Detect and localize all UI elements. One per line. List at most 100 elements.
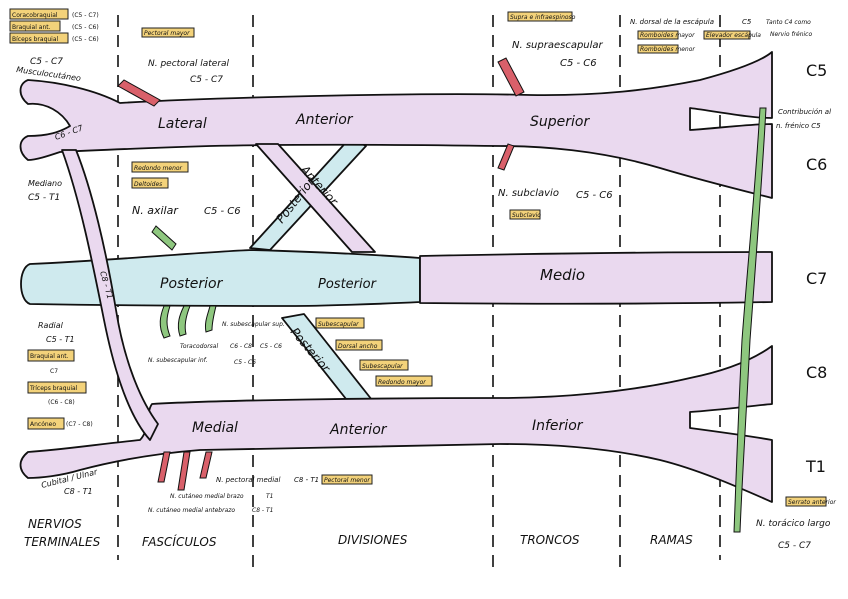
svg-text:Bíceps braquial: Bíceps braquial	[12, 36, 59, 43]
tag-triceps: Tríceps braquial (C6 - C8)	[27, 381, 87, 406]
label-toracico-largo-roots: C5 - C7	[778, 541, 811, 551]
tag-supraespinoso: Supra e infraespinoso	[510, 14, 576, 21]
division-anterior-inf-label: Anterior	[329, 422, 388, 438]
column-headers: NERVIOS TERMINALES FASCÍCULOS DIVISIONES…	[24, 517, 693, 549]
root-labels: C5 C6 C7 C8 T1	[805, 61, 827, 476]
label-cut-antebrazo: N. cutáneo medial antebrazo	[148, 507, 235, 514]
branch-cut-brazo	[177, 451, 191, 491]
label-toracodorsal: Toracodorsal	[180, 343, 218, 350]
root-c5: C5	[806, 61, 827, 80]
tag-subescapular-2: Subescapular	[362, 363, 403, 370]
svg-text:(C6 - C8): (C6 - C8)	[48, 399, 75, 406]
tag-dorsal-ancho: Dorsal ancho	[338, 343, 378, 350]
label-axilar-roots: C5 - C6	[204, 206, 241, 217]
label-toracico-largo: N. torácico largo	[756, 519, 831, 529]
svg-text:(C5 - C6): (C5 - C6)	[72, 36, 99, 43]
tag-biceps: Bíceps braquial (C5 - C6)	[9, 32, 99, 44]
division-anterior-sup-label: Anterior	[295, 112, 354, 128]
label-mediano-roots: C5 - T1	[28, 193, 60, 203]
branch-pectoral-medial	[157, 451, 171, 483]
svg-text:(C7 - C8): (C7 - C8)	[66, 421, 93, 428]
cord-medial-label: Medial	[192, 420, 238, 436]
label-frenico-note-1: Nervio frénico	[770, 31, 812, 38]
label-cut-brazo-roots: T1	[266, 493, 273, 500]
label-pectoral-medial-roots: C8 - T1	[294, 476, 319, 484]
branch-labels: Pectoral mayor N. pectoral lateral C5 - …	[131, 11, 836, 551]
tag-braquial-ant: Braquial ant. (C5 - C6)	[9, 20, 99, 32]
label-cubital-roots: C8 - T1	[64, 487, 93, 496]
label-cut-brazo: N. cutáneo medial brazo	[170, 493, 244, 500]
anterior-division-lateral	[255, 143, 376, 253]
tag-pectoral-mayor: Pectoral mayor	[144, 30, 190, 37]
label-frenico-note-2: Tanto C4 como	[766, 19, 811, 26]
label-axilar: N. axilar	[132, 204, 179, 217]
label-frenico-contrib-2: n. frénico C5	[776, 122, 821, 130]
division-posterior-mid-label: Posterior	[318, 277, 378, 292]
label-subescapular-inf-roots: C5 - C6	[234, 359, 256, 366]
anterior-pathway	[19, 51, 773, 503]
left-muscle-tags: Coracobraquial (C5 - C7) Braquial ant. (…	[9, 8, 99, 430]
root-t1: T1	[805, 457, 826, 476]
header-ramas: RAMAS	[650, 533, 693, 547]
tag-coracobraquial: Coracobraquial (C5 - C7)	[9, 8, 99, 20]
red-branches	[117, 57, 525, 491]
svg-text:(C5 - C6): (C5 - C6)	[72, 24, 99, 31]
tag-romboides-mayor: Romboides mayor	[640, 32, 695, 39]
upper-trunk-lateral-cord	[19, 51, 773, 199]
svg-text:Braquial ant.: Braquial ant.	[30, 353, 69, 360]
branch-axilar	[151, 225, 177, 251]
green-branches	[151, 107, 767, 533]
label-pectoral-medial: N. pectoral medial	[216, 476, 280, 484]
svg-text:Tríceps braquial: Tríceps braquial	[29, 385, 78, 392]
branch-pectoral-lateral	[117, 79, 161, 107]
header-terminales-1: NERVIOS	[28, 517, 82, 531]
label-supraescapular: N. supraescapular	[512, 40, 604, 51]
label-subclavio-roots: C5 - C6	[576, 190, 613, 201]
branch-cut-antebrazo	[199, 451, 213, 479]
tag-redondo-menor: Redondo menor	[134, 165, 183, 172]
tag-romboides-menor: Romboides menor	[640, 46, 695, 53]
label-toracodorsal-roots: C6 - C8	[230, 343, 252, 350]
label-subescapular-sup: N. subescapular sup.	[222, 321, 285, 328]
tag-deltoides: Deltoides	[134, 181, 162, 188]
trunk-medio-label: Medio	[540, 266, 585, 284]
branch-subescapular-sup	[159, 305, 171, 339]
root-c8: C8	[806, 363, 827, 382]
cord-lateral-label: Lateral	[158, 116, 207, 132]
label-radial-roots: C5 - T1	[46, 335, 75, 344]
svg-text:(C5 - C7): (C5 - C7)	[72, 12, 99, 19]
label-dorsal-escapula-roots: C5	[742, 18, 752, 26]
branch-supraescapular	[497, 57, 525, 97]
label-frenico-contrib-1: Contribución al	[778, 108, 831, 116]
label-subescapular-inf: N. subescapular inf.	[148, 357, 208, 364]
posterior-cord	[20, 249, 421, 307]
tag-braquial-ant-2: Braquial ant. C7	[27, 349, 75, 375]
header-divisiones: DIVISIONES	[338, 533, 408, 547]
svg-text:Braquial ant.: Braquial ant.	[12, 24, 51, 31]
label-supraescapular-roots: C5 - C6	[560, 58, 597, 69]
label-c5c7-musculo: C5 - C7	[30, 57, 63, 67]
label-subclavio: N. subclavio	[498, 188, 559, 199]
label-subescapular-sup-roots: C5 - C6	[260, 343, 282, 350]
tag-serrato: Serrato anterior	[788, 499, 836, 506]
label-cut-antebrazo-roots: C8 - T1	[252, 507, 273, 514]
tag-pectoral-menor: Pectoral menor	[324, 477, 370, 484]
label-dorsal-escapula: N. dorsal de la escápula	[630, 18, 714, 26]
header-troncos: TRONCOS	[520, 533, 580, 547]
cord-posterior-label: Posterior	[160, 276, 224, 292]
trunk-inferior-label: Inferior	[532, 418, 584, 434]
root-c6: C6	[806, 155, 827, 174]
svg-text:Coracobraquial: Coracobraquial	[12, 12, 58, 19]
terminal-nerve-loop	[61, 149, 159, 441]
label-mediano: Mediano	[28, 179, 62, 188]
trunk-superior-label: Superior	[530, 114, 590, 130]
label-radial: Radial	[38, 321, 64, 330]
root-c7: C7	[806, 269, 827, 288]
tag-redondo-mayor: Redondo mayor	[378, 379, 426, 386]
tag-ancóneo: Ancóneo (C7 - C8)	[27, 417, 93, 430]
header-fasciculos: FASCÍCULOS	[142, 534, 217, 549]
tag-subescapular: Subescapular	[318, 321, 359, 328]
header-terminales-2: TERMINALES	[24, 535, 101, 549]
tag-elevador: Elevador escápula	[706, 32, 761, 39]
